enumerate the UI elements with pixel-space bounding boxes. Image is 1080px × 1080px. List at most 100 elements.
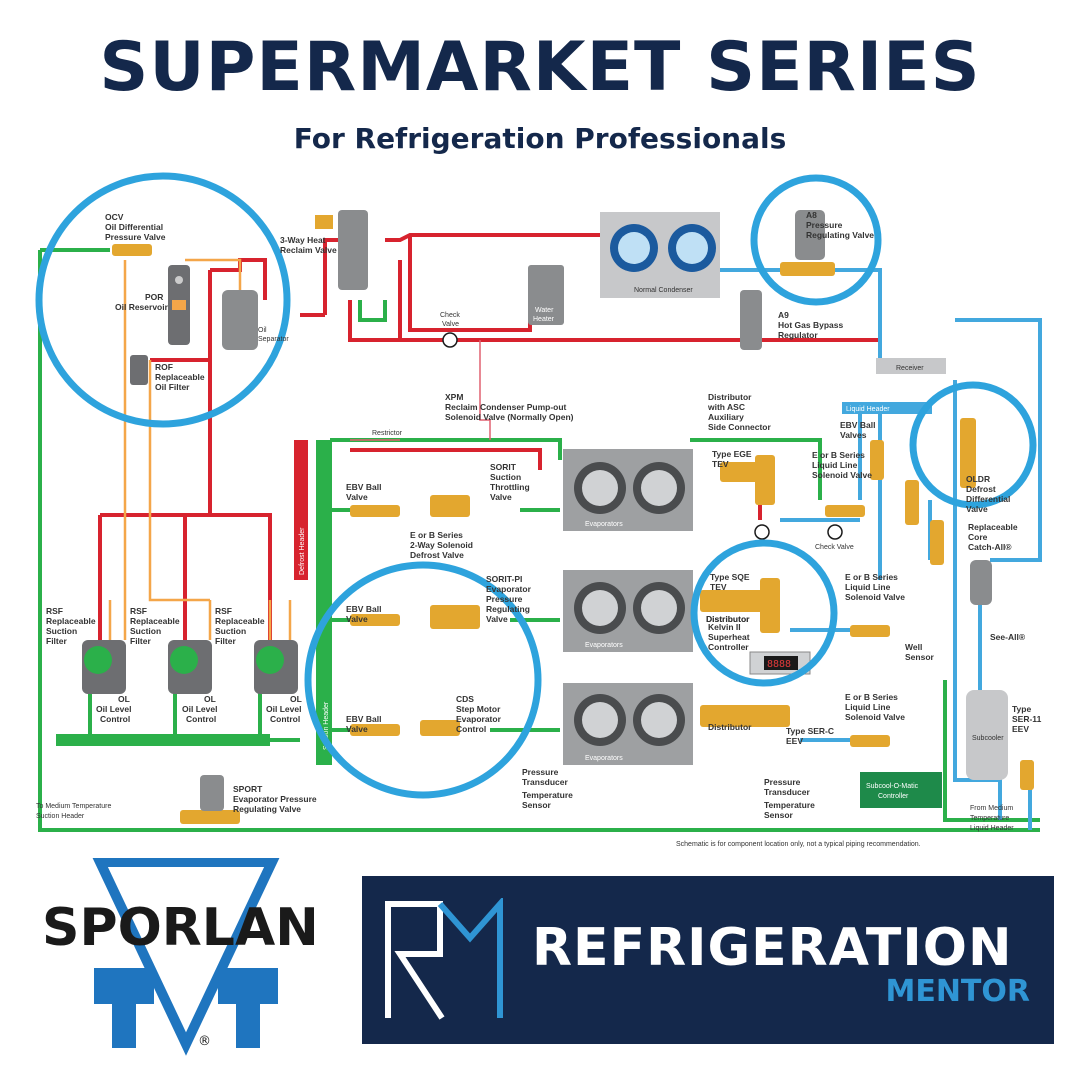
svg-text:Temperature: Temperature xyxy=(764,800,815,810)
svg-text:A9: A9 xyxy=(778,310,789,320)
svg-text:TEV: TEV xyxy=(710,582,727,592)
common-suction-bar xyxy=(56,734,270,746)
svg-text:Valve: Valve xyxy=(442,321,459,328)
svg-text:EBV Ball: EBV Ball xyxy=(346,482,381,492)
check-valves xyxy=(442,332,843,540)
svg-text:Normal Condenser: Normal Condenser xyxy=(634,287,693,294)
svg-text:Liquid Line: Liquid Line xyxy=(845,582,891,592)
svg-text:A8: A8 xyxy=(806,210,817,220)
svg-text:Replaceable: Replaceable xyxy=(46,616,96,626)
svg-text:Liquid Header: Liquid Header xyxy=(846,406,890,413)
svg-text:RSF: RSF xyxy=(46,606,63,616)
svg-text:Pressure: Pressure xyxy=(764,777,801,787)
ocv-valve xyxy=(112,244,152,256)
svg-text:SORIT-PI: SORIT-PI xyxy=(486,574,522,584)
svg-text:To Medium Temperature: To Medium Temperature xyxy=(36,803,111,810)
svg-text:Distributor: Distributor xyxy=(708,392,752,402)
svg-text:Control: Control xyxy=(456,724,486,734)
catch-all-filter xyxy=(970,560,992,605)
svg-text:Oil Differential: Oil Differential xyxy=(105,222,163,232)
defrost-header-label: Defrost Header xyxy=(299,527,306,575)
svg-text:From Medium: From Medium xyxy=(970,805,1013,812)
page-subtitle: For Refrigeration Professionals xyxy=(293,122,787,155)
evaporator-1 xyxy=(563,449,693,531)
svg-text:OL: OL xyxy=(204,694,216,704)
svg-text:RSF: RSF xyxy=(215,606,232,616)
svg-text:SPORT: SPORT xyxy=(233,784,263,794)
svg-text:Hot Gas Bypass: Hot Gas Bypass xyxy=(778,320,843,330)
svg-text:Reclaim Valve: Reclaim Valve xyxy=(280,245,337,255)
svg-text:Side Connector: Side Connector xyxy=(708,422,772,432)
oil-separator xyxy=(222,290,258,350)
svg-text:Type SER-C: Type SER-C xyxy=(786,726,834,736)
svg-text:EBV Ball: EBV Ball xyxy=(346,604,381,614)
svg-text:Solenoid Valve: Solenoid Valve xyxy=(845,712,905,722)
svg-text:Controller: Controller xyxy=(708,642,749,652)
svg-text:Step Motor: Step Motor xyxy=(456,704,501,714)
svg-text:Evaporators: Evaporators xyxy=(585,521,623,528)
svg-text:See-All®: See-All® xyxy=(990,632,1026,642)
svg-text:Suction: Suction xyxy=(490,472,521,482)
svg-text:Valve: Valve xyxy=(346,492,368,502)
svg-text:E or B Series: E or B Series xyxy=(410,530,463,540)
svg-text:E or B Series: E or B Series xyxy=(845,692,898,702)
svg-text:Evaporators: Evaporators xyxy=(585,642,623,649)
svg-text:EBV Ball: EBV Ball xyxy=(346,714,381,724)
svg-text:Distributor: Distributor xyxy=(708,722,752,732)
svg-text:TEV: TEV xyxy=(712,459,729,469)
refrigeration-mentor-logo: REFRIGERATION MENTOR xyxy=(362,876,1054,1044)
svg-text:Solenoid Valve: Solenoid Valve xyxy=(845,592,905,602)
suction-lines xyxy=(38,248,1040,832)
svg-text:Separator: Separator xyxy=(258,336,289,343)
svg-text:Filter: Filter xyxy=(46,636,67,646)
svg-text:Oil: Oil xyxy=(258,327,267,334)
svg-text:Suction: Suction xyxy=(46,626,77,636)
svg-text:EEV: EEV xyxy=(1012,724,1029,734)
svg-text:Regulator: Regulator xyxy=(778,330,818,340)
svg-text:Liquid Line: Liquid Line xyxy=(812,460,858,470)
svg-text:Catch-All®: Catch-All® xyxy=(968,542,1012,552)
subcooler xyxy=(966,690,1008,780)
svg-text:Type EGE: Type EGE xyxy=(712,449,752,459)
svg-text:E or B Series: E or B Series xyxy=(812,450,865,460)
svg-text:Oil Filter: Oil Filter xyxy=(155,382,190,392)
rof-oil-filter xyxy=(130,355,148,385)
svg-text:Pressure: Pressure xyxy=(806,220,843,230)
svg-text:Schematic is for component loc: Schematic is for component location only… xyxy=(676,841,921,848)
svg-text:Throttling: Throttling xyxy=(490,482,530,492)
a9-regulator xyxy=(740,290,762,350)
svg-text:Replaceable: Replaceable xyxy=(968,522,1018,532)
svg-text:ROF: ROF xyxy=(155,362,173,372)
svg-text:Filter: Filter xyxy=(215,636,236,646)
svg-text:Replaceable: Replaceable xyxy=(215,616,265,626)
highlight-circles xyxy=(35,172,1037,799)
svg-text:Kelvin II: Kelvin II xyxy=(708,622,741,632)
svg-text:2-Way Solenoid: 2-Way Solenoid xyxy=(410,540,473,550)
svg-text:SORIT: SORIT xyxy=(490,462,517,472)
svg-text:Receiver: Receiver xyxy=(896,365,924,372)
svg-text:Differential: Differential xyxy=(966,494,1010,504)
svg-text:Solenoid Valve (Normally Open): Solenoid Valve (Normally Open) xyxy=(445,412,574,422)
svg-text:Evaporators: Evaporators xyxy=(585,755,623,762)
svg-text:Valves: Valves xyxy=(840,430,867,440)
svg-text:Regulating Valve: Regulating Valve xyxy=(233,804,301,814)
svg-text:E or B Series: E or B Series xyxy=(845,572,898,582)
svg-text:Valve: Valve xyxy=(486,614,508,624)
svg-text:3-Way Heat: 3-Way Heat xyxy=(280,235,326,245)
svg-text:Valve: Valve xyxy=(346,724,368,734)
svg-text:Evaporator Pressure: Evaporator Pressure xyxy=(233,794,317,804)
suction-header-bar xyxy=(316,440,332,765)
svg-text:Sensor: Sensor xyxy=(905,652,935,662)
svg-text:OCV: OCV xyxy=(105,212,124,222)
svg-text:Suction: Suction xyxy=(130,626,161,636)
svg-text:Suction Header: Suction Header xyxy=(36,813,85,820)
svg-text:Oil Level: Oil Level xyxy=(182,704,217,714)
svg-text:Evaporator: Evaporator xyxy=(456,714,502,724)
receiver xyxy=(876,358,946,374)
svg-text:Replaceable: Replaceable xyxy=(130,616,180,626)
normal-condenser xyxy=(600,212,720,298)
svg-text:8888: 8888 xyxy=(767,659,791,670)
svg-text:OL: OL xyxy=(290,694,302,704)
water-heater xyxy=(528,265,564,325)
